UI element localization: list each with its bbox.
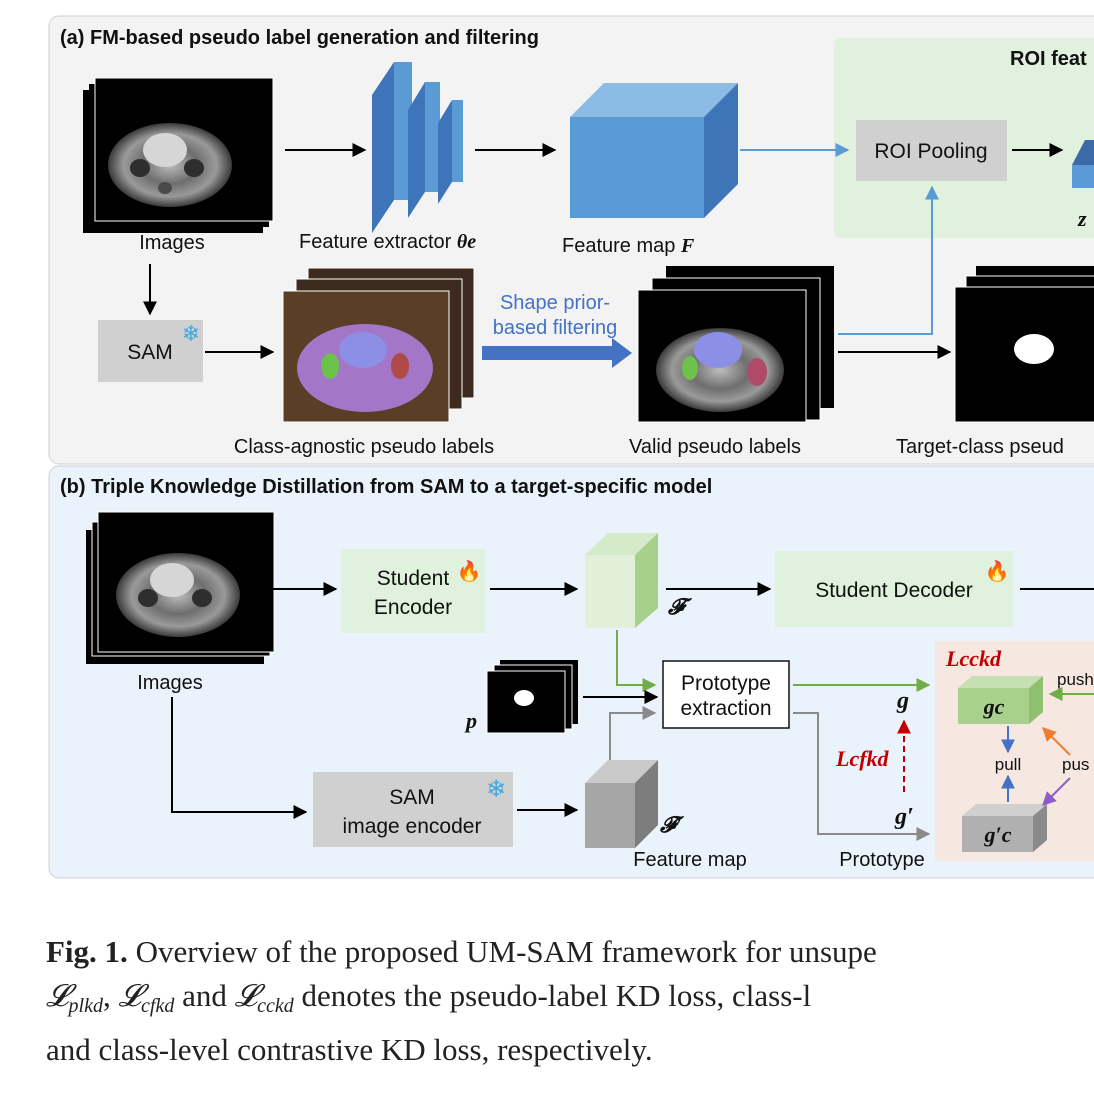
p-symbol: p bbox=[464, 708, 477, 733]
g-prime-c-cube bbox=[962, 804, 1047, 852]
l-cckd-label: Lcckd bbox=[945, 646, 1002, 671]
class-agnostic-label: Class-agnostic pseudo labels bbox=[234, 436, 494, 458]
shape-prior-filter-arrow bbox=[482, 338, 632, 368]
prototype-line1: Prototype bbox=[681, 672, 771, 695]
roi-pooling-label: ROI Pooling bbox=[874, 140, 987, 163]
push-arrow-purple bbox=[1042, 777, 1071, 806]
caption-line-2: 𝓛plkd, 𝓛cfkd and 𝓛cckd denotes the pseud… bbox=[46, 978, 812, 1017]
sam-box-a bbox=[98, 320, 203, 382]
gc-symbol: gc bbox=[983, 694, 1005, 719]
images-label-b: Images bbox=[137, 672, 203, 694]
caption-line2-rest: denotes the pseudo-label KD loss, class-… bbox=[293, 978, 812, 1013]
sam-feature-cube bbox=[585, 760, 658, 848]
valid-pseudo-labels-image bbox=[637, 266, 834, 423]
sam-encoder-line1: SAM bbox=[389, 786, 435, 809]
l-cfkd-label: Lcfkd bbox=[835, 746, 890, 771]
arrow-feature-to-prototype bbox=[616, 630, 657, 692]
prototype-label: Prototype bbox=[839, 849, 925, 871]
student-encoder-line1: Student bbox=[377, 567, 450, 590]
roi-feature-box-title: ROI feat bbox=[1010, 48, 1087, 70]
valid-pseudo-labels-label: Valid pseudo labels bbox=[629, 436, 801, 458]
gc-cube bbox=[958, 676, 1043, 724]
target-class-label: Target-class pseud bbox=[896, 436, 1064, 458]
z-symbol: z bbox=[1077, 206, 1087, 231]
feature-extractor-icon bbox=[372, 62, 463, 233]
student-encoder-box bbox=[341, 549, 485, 633]
caption-line-3: and class-level contrastive KD loss, res… bbox=[46, 1032, 653, 1067]
sam-image-encoder-box bbox=[313, 772, 513, 847]
arrow-valid-to-roi bbox=[838, 185, 939, 335]
snowflake-icon: ❄ bbox=[182, 321, 200, 346]
arrow-samfeature-to-prototype bbox=[609, 706, 657, 762]
prototype-extraction-box bbox=[662, 660, 790, 729]
class-agnostic-pseudo-labels-image bbox=[282, 267, 475, 423]
pull-label: pull bbox=[995, 755, 1021, 774]
filter-label-line2: based filtering bbox=[493, 317, 618, 339]
mri-image-stack-b bbox=[86, 511, 275, 664]
g-symbol: g bbox=[896, 688, 909, 714]
panel-a-title: (a) FM-based pseudo label generation and… bbox=[60, 27, 539, 49]
roi-pooling-box bbox=[856, 120, 1007, 181]
caption-line1-text: Overview of the proposed UM-SAM framewor… bbox=[127, 934, 877, 969]
fire-icon: 🔥 bbox=[457, 559, 482, 583]
sam-encoder-line2: image encoder bbox=[343, 815, 482, 838]
feature-map-label: Feature map F bbox=[562, 235, 695, 257]
g-prime-c-symbol: g′c bbox=[984, 822, 1012, 847]
student-encoder-line2: Encoder bbox=[374, 596, 452, 619]
figure-caption: Fig. 1. Overview of the proposed UM-SAM … bbox=[46, 930, 1094, 1072]
mri-image-stack-a bbox=[83, 77, 274, 233]
g-prime-symbol: g′ bbox=[894, 804, 914, 830]
feature-map-label-b: Feature map bbox=[633, 849, 746, 871]
fire-icon: 🔥 bbox=[985, 559, 1010, 583]
images-label-a: Images bbox=[139, 232, 205, 254]
filter-label-line1: Shape prior- bbox=[500, 292, 610, 314]
prototype-line2: extraction bbox=[680, 697, 771, 720]
student-decoder-box bbox=[775, 551, 1013, 627]
push-arrow-orange bbox=[1042, 727, 1071, 756]
l-cckd-symbol: 𝓛cckd bbox=[234, 978, 294, 1017]
snowflake-icon: ❄ bbox=[486, 776, 506, 803]
fig-label: Fig. 1. bbox=[46, 934, 128, 969]
push-label-2: pus bbox=[1062, 755, 1089, 774]
arrow-prototype-to-gprime bbox=[793, 712, 931, 841]
feature-extractor-label: Feature extractor θe bbox=[299, 231, 476, 253]
sam-label-a: SAM bbox=[127, 341, 173, 364]
l-plkd-symbol: 𝓛plkd bbox=[46, 978, 103, 1017]
arrow-images-to-sam-encoder bbox=[171, 697, 308, 819]
target-class-pseudo-labels-image bbox=[954, 266, 1094, 423]
caption-line-1: Fig. 1. Overview of the proposed UM-SAM … bbox=[46, 930, 1094, 974]
p-mask-image bbox=[486, 660, 578, 734]
l-cfkd-symbol: 𝓛cfkd bbox=[118, 978, 175, 1017]
student-decoder-label: Student Decoder bbox=[815, 579, 973, 602]
sam-feature-symbol: 𝓕′ bbox=[659, 812, 685, 837]
feature-map-cube bbox=[570, 83, 738, 218]
push-label-1: push bbox=[1057, 670, 1094, 689]
student-feature-cube bbox=[585, 533, 658, 628]
panel-b-title: (b) Triple Knowledge Distillation from S… bbox=[60, 476, 712, 498]
